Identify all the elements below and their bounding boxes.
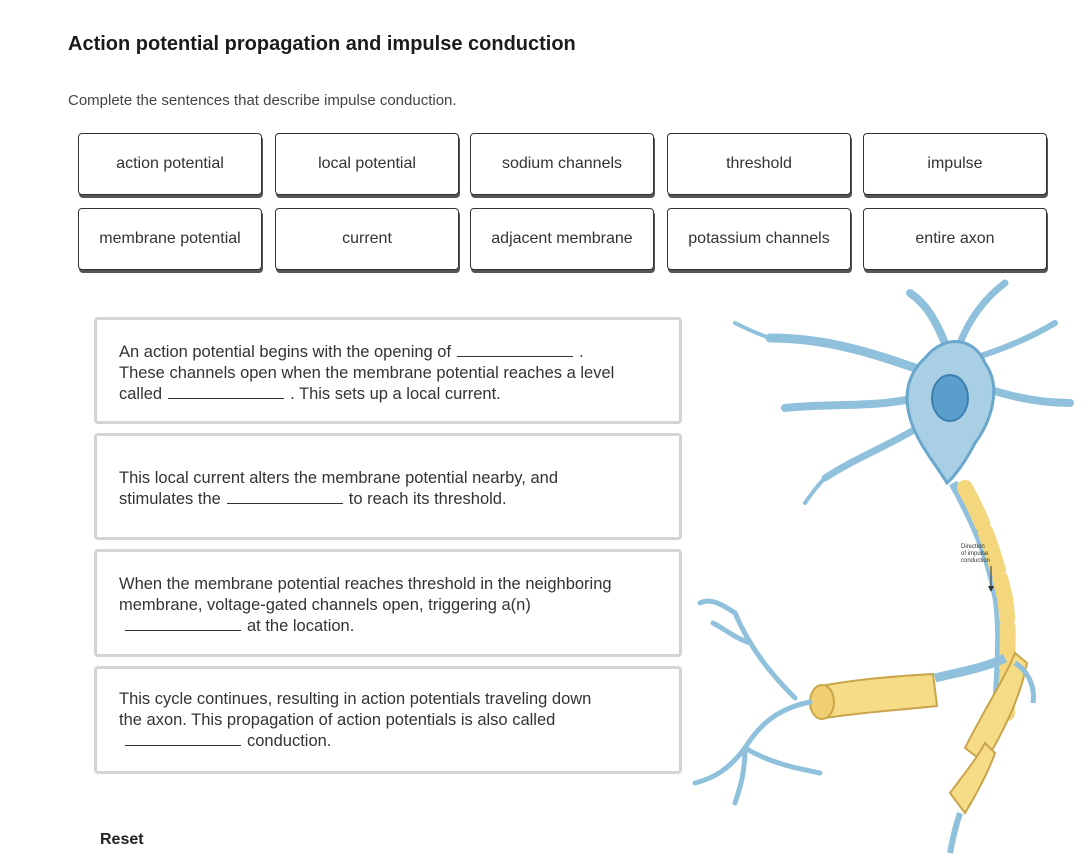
sentence-box-4: This cycle continues, resulting in actio… xyxy=(94,666,682,774)
page-title: Action potential propagation and impulse… xyxy=(68,33,576,55)
figure-label: conduction xyxy=(961,558,990,564)
sentence-text: This cycle continues, resulting in actio… xyxy=(119,690,592,708)
axon-terminals xyxy=(692,598,823,806)
sentence-text: stimulates the xyxy=(119,490,221,508)
sentence-box-2: This local current alters the membrane p… xyxy=(94,433,682,540)
sentence-text: the axon. This propagation of action pot… xyxy=(119,711,556,729)
word-tile-local-potential[interactable]: local potential xyxy=(275,133,459,195)
sentence-text: An action potential begins with the open… xyxy=(119,343,452,361)
figure-label: of impulse xyxy=(961,551,989,557)
myelin-sheath xyxy=(818,672,939,720)
drop-blank[interactable] xyxy=(226,489,343,504)
figure-label: Direction xyxy=(961,544,985,550)
nucleus xyxy=(931,374,969,422)
drop-blank[interactable] xyxy=(457,342,574,357)
instruction-text: Complete the sentences that describe imp… xyxy=(68,92,457,109)
sentence-text: conduction. xyxy=(247,732,332,750)
word-tile-adjacent-membrane[interactable]: adjacent membrane xyxy=(470,208,654,270)
word-tile-current[interactable]: current xyxy=(275,208,459,270)
direction-label: Direction of impulse conduction xyxy=(961,544,990,564)
dendrites xyxy=(733,279,1074,505)
myelin-sheath xyxy=(948,741,997,815)
sentence-text: When the membrane potential reaches thre… xyxy=(119,575,612,593)
word-tile-threshold[interactable]: threshold xyxy=(667,133,851,195)
sentence-text: . xyxy=(579,343,584,361)
arrow-head-icon xyxy=(988,586,994,592)
word-tile-potassium-channels[interactable]: potassium channels xyxy=(667,208,851,270)
drop-blank[interactable] xyxy=(125,731,241,746)
word-tile-membrane-potential[interactable]: membrane potential xyxy=(78,208,262,270)
word-tile-entire-axon[interactable]: entire axon xyxy=(863,208,1047,270)
sentence-text: . This sets up a local current. xyxy=(290,385,501,403)
sentence-text: These channels open when the membrane po… xyxy=(119,364,615,382)
myelin-cross-section xyxy=(809,684,835,720)
neuron-illustration: Direction of impulse conduction xyxy=(692,279,1074,854)
sentence-text: This local current alters the membrane p… xyxy=(119,469,559,487)
word-tile-impulse[interactable]: impulse xyxy=(863,133,1047,195)
drop-blank[interactable] xyxy=(125,616,241,631)
sentence-box-3: When the membrane potential reaches thre… xyxy=(94,549,682,657)
axon-segment xyxy=(947,812,963,854)
sentence-box-1: An action potential begins with the open… xyxy=(94,317,682,424)
myelin-sheath xyxy=(963,651,1029,765)
axon-segment xyxy=(933,653,1008,683)
drop-blank[interactable] xyxy=(168,384,285,399)
reset-button[interactable]: Reset xyxy=(100,831,144,848)
sentence-text: to reach its threshold. xyxy=(348,490,507,508)
axon-segment xyxy=(1013,660,1036,704)
sentence-text: called xyxy=(119,385,163,403)
sentence-text: at the location. xyxy=(247,617,355,635)
word-tile-sodium-channels[interactable]: sodium channels xyxy=(470,133,654,195)
word-tile-action-potential[interactable]: action potential xyxy=(78,133,262,195)
sentence-text: membrane, voltage-gated channels open, t… xyxy=(119,596,531,614)
